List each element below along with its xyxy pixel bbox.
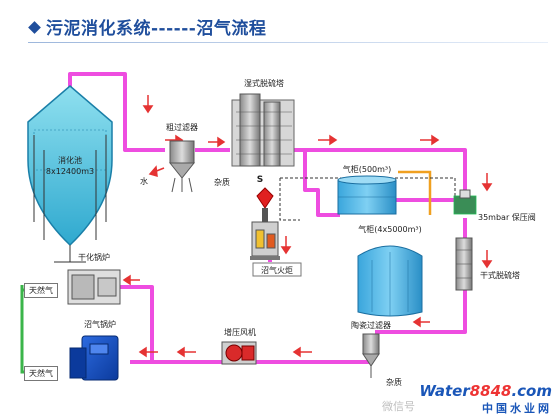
drying-boiler-label: 干化锅炉 bbox=[78, 252, 110, 262]
natural-gas-text-2: 天然气 bbox=[29, 369, 53, 378]
coarse-filter: 粗过滤器 水 杂质 bbox=[140, 122, 230, 193]
brand-part-c: .com bbox=[511, 382, 552, 400]
natural-gas-lines bbox=[20, 285, 36, 374]
pressure-valve: 35mbar 保压阀 bbox=[453, 189, 536, 222]
ceramic-filter-label: 陶瓷过滤器 bbox=[351, 320, 391, 330]
small-holder-label: 气柜(500m³) bbox=[343, 164, 392, 174]
large-holder-label: 气柜(4x5000m³) bbox=[358, 224, 421, 234]
gas-holder-large: 气柜(4x5000m³) bbox=[357, 224, 423, 317]
arrow-icon bbox=[412, 316, 430, 328]
arrow-icon bbox=[142, 95, 154, 114]
arrow-icon bbox=[122, 274, 140, 286]
brand-part-b: 8848 bbox=[469, 382, 512, 400]
arrow-icon bbox=[148, 165, 165, 178]
digester-label: 消化池 bbox=[58, 155, 82, 165]
pipe-tower-down bbox=[303, 150, 340, 217]
slide-title-text: 污泥消化系统------沼气流程 bbox=[46, 19, 267, 39]
arrow-icon bbox=[318, 134, 338, 146]
drying-boiler: 干化锅炉 bbox=[67, 252, 121, 305]
site-watermark: Water8848.com 中国水业网 bbox=[419, 382, 552, 416]
digester-spec-label: 8x12400m3 bbox=[46, 167, 94, 176]
brand-part-a: Water bbox=[419, 382, 470, 400]
arrow-icon bbox=[481, 173, 493, 192]
water-label: 水 bbox=[140, 176, 148, 186]
natural-gas-text-1: 天然气 bbox=[29, 286, 53, 295]
dry-tower-label: 干式脱硫塔 bbox=[480, 270, 520, 280]
biogas-boiler: 沼气锅炉 bbox=[69, 319, 119, 381]
sulfur-output-label: S bbox=[257, 175, 263, 185]
impurity-label-1: 杂质 bbox=[214, 177, 230, 187]
pipe-to-drying-boiler bbox=[120, 285, 154, 362]
digester-tank: 消化池 8x12400m3 bbox=[27, 85, 113, 263]
slide-title: 污泥消化系统------沼气流程 bbox=[28, 14, 267, 39]
dry-desulfurization-tower: 干式脱硫塔 bbox=[455, 237, 520, 291]
brand-logo: Water8848.com bbox=[419, 382, 552, 400]
natural-gas-label-2: 天然气 bbox=[24, 366, 58, 381]
arrow-icon bbox=[420, 134, 440, 146]
arrow-icon bbox=[280, 236, 292, 255]
pipe-digester-out bbox=[68, 72, 165, 152]
biogas-boiler-label: 沼气锅炉 bbox=[84, 319, 116, 329]
booster-fan-label: 增压风机 bbox=[224, 327, 256, 337]
arrow-icon bbox=[176, 346, 196, 358]
pressure-valve-label: 35mbar 保压阀 bbox=[478, 212, 536, 222]
coarse-filter-label: 粗过滤器 bbox=[166, 122, 198, 132]
arrow-icon bbox=[208, 136, 226, 148]
natural-gas-label-1: 天然气 bbox=[24, 283, 58, 298]
flare-label: 沼气火炬 bbox=[261, 265, 293, 275]
gas-holder-small: 气柜(500m³) bbox=[337, 164, 397, 215]
flow-arrows bbox=[122, 95, 493, 358]
title-underline bbox=[28, 42, 548, 43]
arrow-icon bbox=[481, 250, 493, 269]
brand-subtitle: 中国水业网 bbox=[482, 402, 552, 415]
pipe-orange-link bbox=[398, 170, 432, 215]
ceramic-filter: 陶瓷过滤器 杂质 bbox=[351, 320, 402, 387]
arrow-icon bbox=[292, 346, 312, 358]
arrow-icon bbox=[138, 346, 158, 358]
impurity-label-2: 杂质 bbox=[386, 377, 402, 387]
biogas-flare: 沼气火炬 bbox=[250, 187, 302, 277]
wet-tower-label: 湿式脱硫塔 bbox=[244, 78, 284, 88]
pipe-tower-to-right bbox=[290, 148, 467, 200]
wechat-text: 微信号 bbox=[382, 400, 415, 413]
pipe-dry-to-ceramic bbox=[375, 290, 467, 334]
wechat-watermark: 微信号 bbox=[382, 398, 415, 414]
booster-fan: 增压风机 bbox=[221, 327, 257, 365]
wet-desulfurization-tower: 湿式脱硫塔 S bbox=[231, 78, 295, 185]
